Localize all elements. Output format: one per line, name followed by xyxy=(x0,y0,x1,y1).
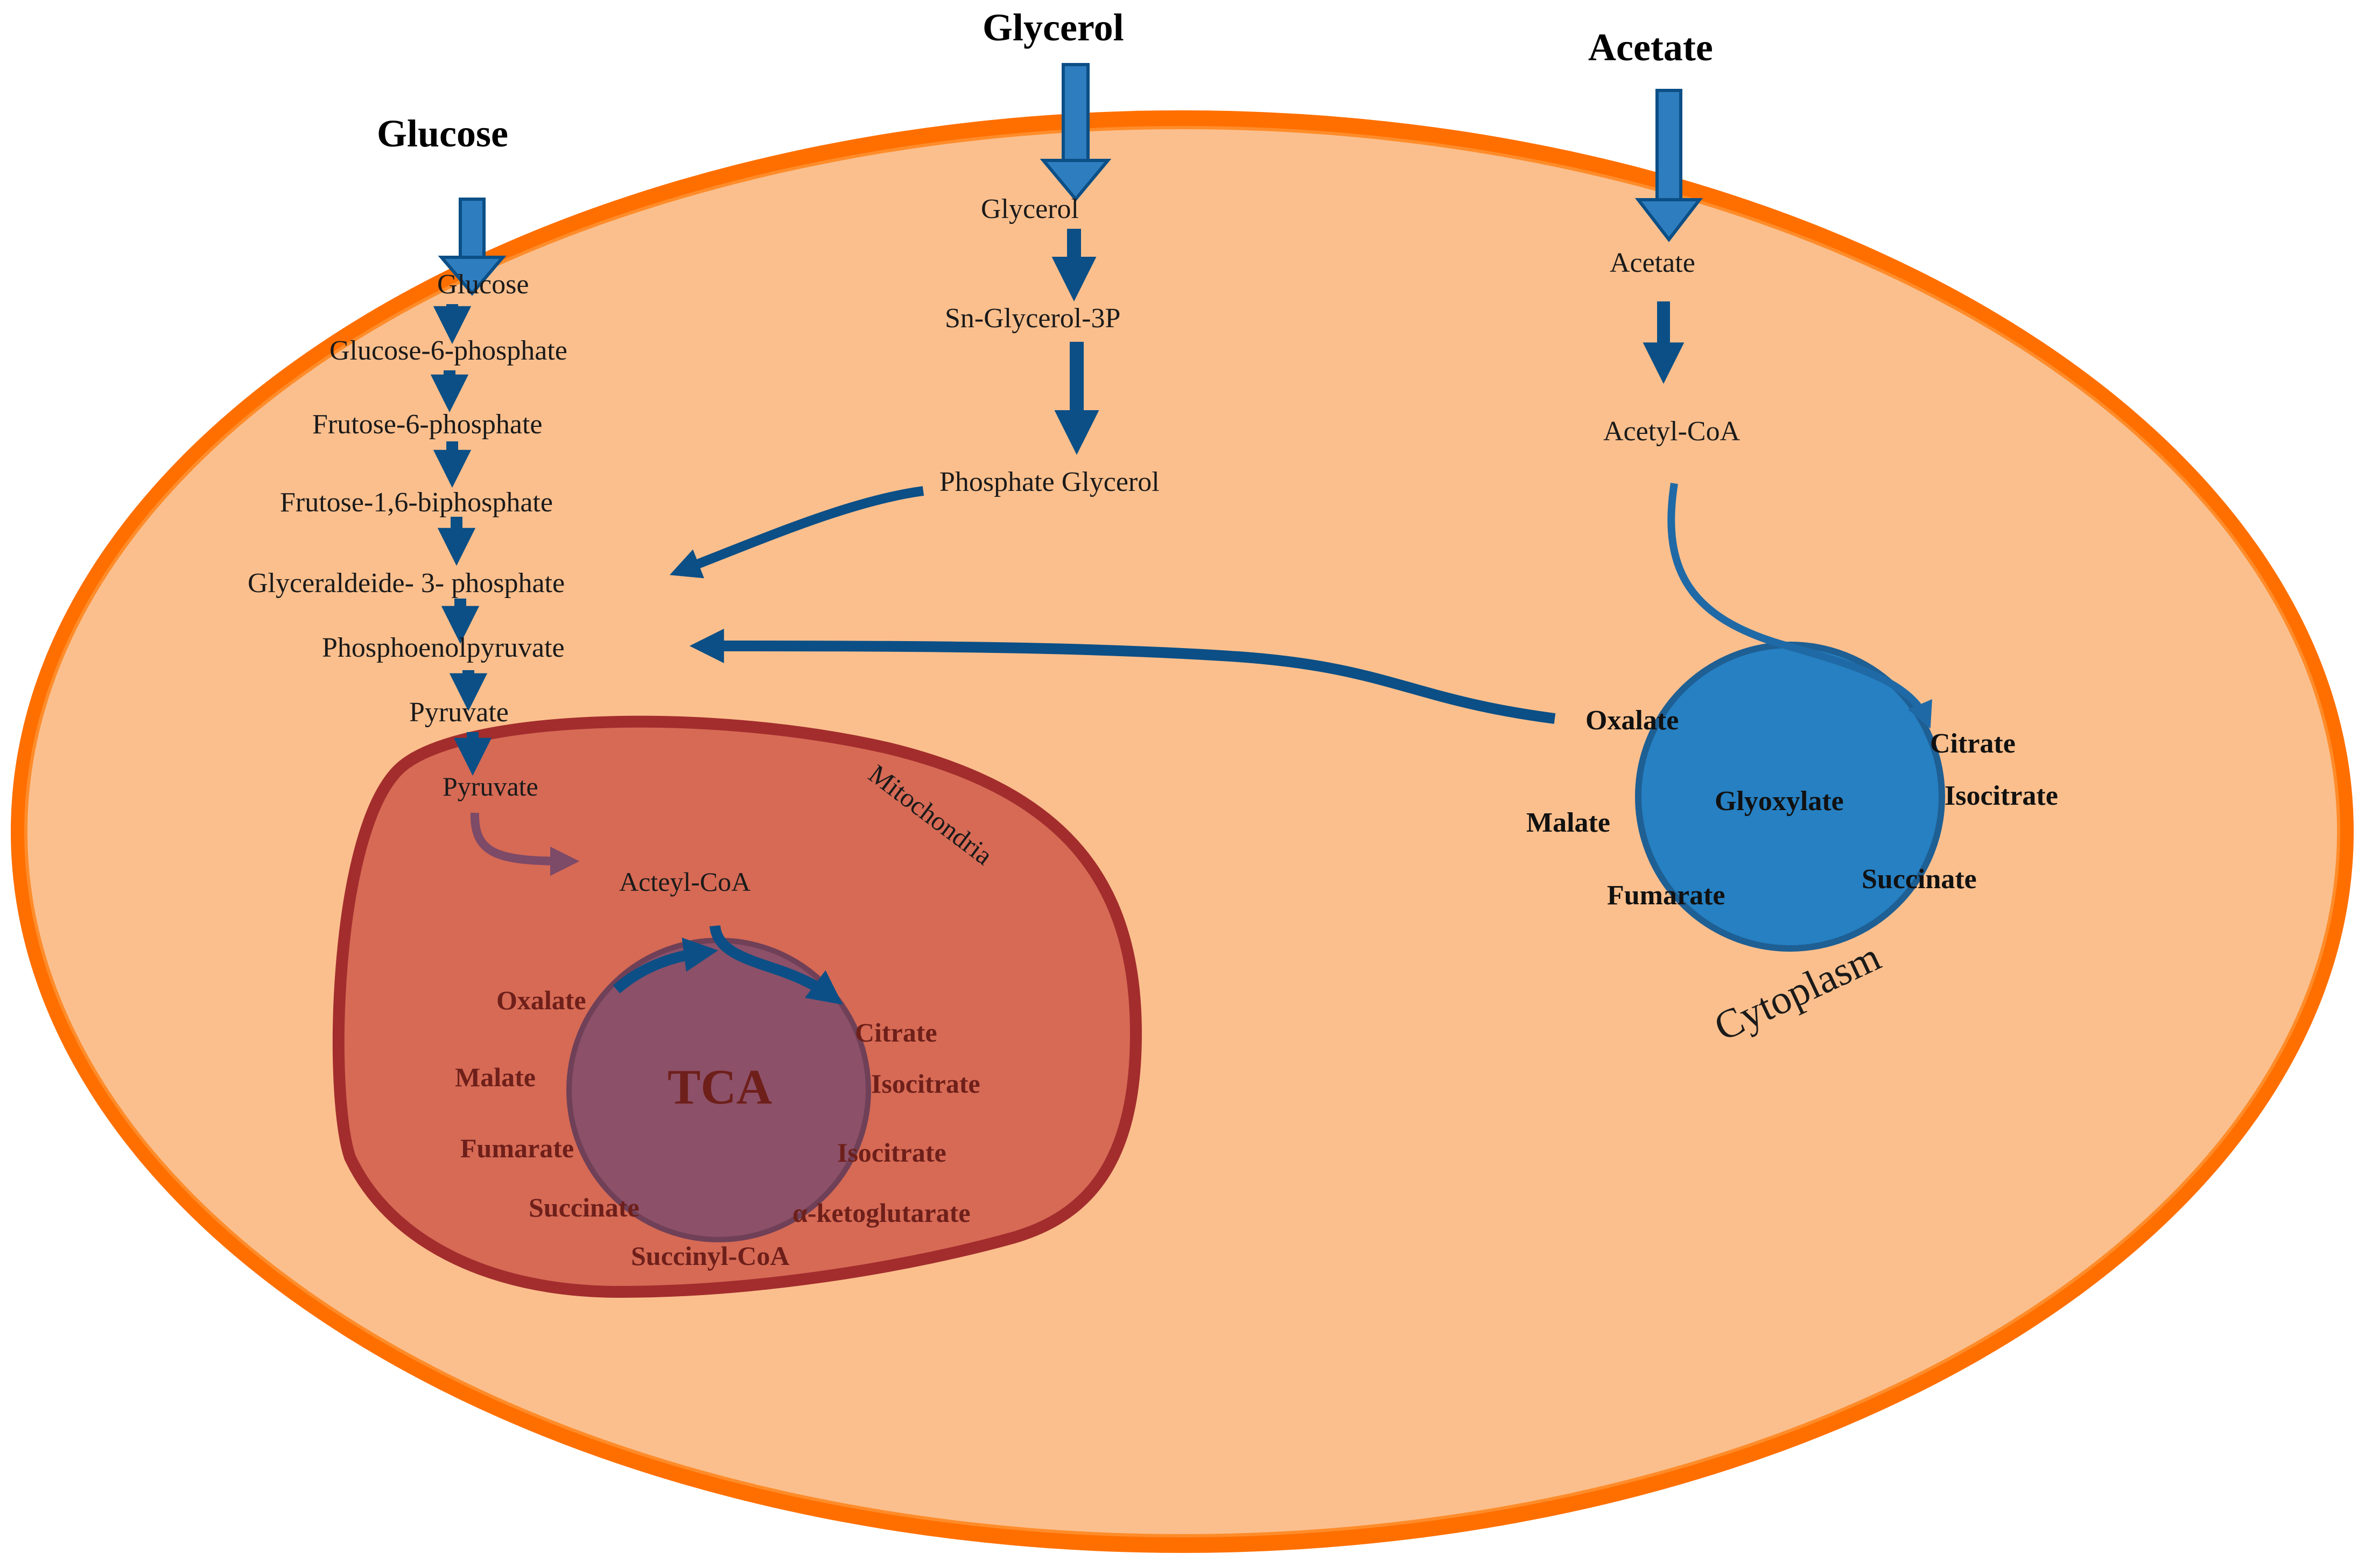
phosphate-glycerol-label: Phosphate Glycerol xyxy=(939,467,1160,497)
mito-acetylcoa-label: Acteyl-CoA xyxy=(619,867,750,897)
tca-oxalate-arrow xyxy=(613,937,719,994)
gly-fumarate-label: Fumarate xyxy=(1607,880,1725,911)
gly-citrate-label: Citrate xyxy=(1930,728,2016,759)
tca-label: TCA xyxy=(668,1059,772,1114)
acetate-label: Acetate xyxy=(1610,248,1695,278)
glucose-source-label: Glucose xyxy=(377,112,508,155)
tca-isocitrate-2-label: Isocitrate xyxy=(837,1137,946,1168)
gly-succinate-label: Succinate xyxy=(1862,864,1977,895)
mito-pyruvate-label: Pyruvate xyxy=(443,771,538,801)
gap-label: Glyceraldeide- 3- phosphate xyxy=(248,568,565,599)
tca-isocitrate-1-label: Isocitrate xyxy=(871,1068,980,1099)
oxalate-to-pep-arrow xyxy=(689,629,1556,724)
tca-oxalate-label: Oxalate xyxy=(496,985,586,1015)
acetylcoa-label: Acetyl-CoA xyxy=(1603,416,1741,447)
tca-succinate-label: Succinate xyxy=(529,1192,640,1222)
g3p-label: Sn-Glycerol-3P xyxy=(945,303,1120,334)
glycerol-source-label: Glycerol xyxy=(983,6,1124,49)
glucose-label: Glucose xyxy=(437,269,529,300)
tca-succinylcoa-label: Succinyl-CoA xyxy=(631,1241,789,1271)
tca-malate-label: Malate xyxy=(455,1062,536,1092)
glycerol-uptake-arrow xyxy=(1040,63,1112,202)
glycerol-arrows xyxy=(1051,229,1099,455)
gly-malate-label: Malate xyxy=(1526,807,1610,838)
f6p-label: Frutose-6-phosphate xyxy=(312,409,542,440)
tca-citrate-arrow xyxy=(710,925,843,1005)
acetylcoa-to-glyoxylate-arrow xyxy=(1667,482,1932,729)
gly-oxalate-label: Oxalate xyxy=(1585,705,1679,736)
tca-fumarate-label: Fumarate xyxy=(460,1133,574,1163)
glucose-uptake-arrow xyxy=(438,198,507,296)
pep-label: Phosphoenolpyruvate xyxy=(322,632,565,663)
pyruvate-label: Pyruvate xyxy=(409,697,509,728)
pyruvate-to-acetylcoa-arrow xyxy=(470,812,580,876)
acetate-source-label: Acetate xyxy=(1588,26,1713,69)
glycerol-label: Glycerol xyxy=(981,194,1079,224)
glycolysis-arrows xyxy=(430,304,492,776)
phosphate-glycerol-to-gap-arrow xyxy=(669,486,924,579)
acetate-uptake-arrow xyxy=(1634,89,1703,242)
glyoxylate-label: Glyoxylate xyxy=(1715,786,1844,817)
gly-isocitrate-label: Isocitrate xyxy=(1945,781,2058,811)
tca-citrate-label: Citrate xyxy=(855,1017,937,1047)
g6p-label: Glucose-6-phosphate xyxy=(329,335,567,366)
tca-alpha-kg-label: α-ketoglutarate xyxy=(792,1198,971,1228)
f16bp-label: Frutose-1,6-biphosphate xyxy=(280,487,553,518)
